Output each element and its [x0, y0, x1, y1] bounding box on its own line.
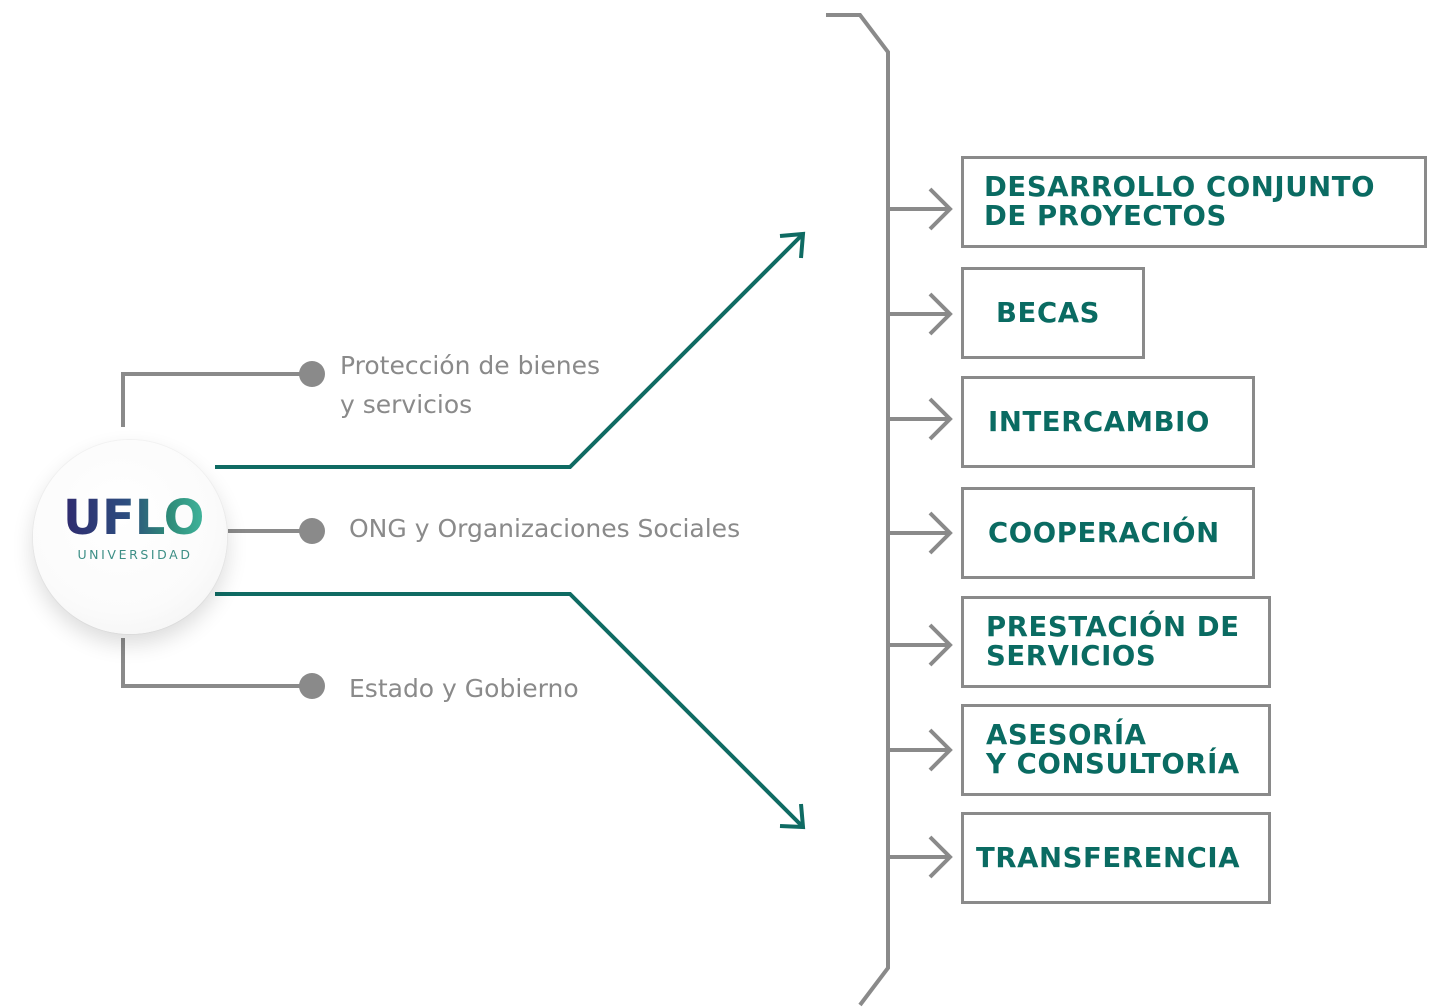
teal-arrow-lower-head: [779, 803, 806, 830]
teal-arrow-lower: [215, 592, 805, 829]
option-label: COOPERACIÓN: [988, 516, 1220, 549]
bullet-dot-3: [299, 673, 325, 699]
logo-badge: [33, 440, 227, 634]
option-box-prestacion: PRESTACIÓN DE SERVICIOS: [961, 596, 1271, 688]
option-box-cooperacion: COOPERACIÓN: [961, 487, 1255, 579]
option-label: DESARROLLO CONJUNTO DE PROYECTOS: [984, 171, 1376, 232]
connector-top: [121, 372, 314, 427]
logo-subtitle: UNIVERSIDAD: [77, 547, 193, 562]
option-label: BECAS: [996, 296, 1101, 329]
teal-arrow-upper-head: [779, 231, 806, 259]
option-box-transferencia: TRANSFERENCIA: [961, 812, 1271, 904]
option-label: TRANSFERENCIA: [976, 841, 1241, 874]
option-box-intercambio: INTERCAMBIO: [961, 376, 1255, 468]
option-box-desarrollo: DESARROLLO CONJUNTO DE PROYECTOS: [961, 156, 1427, 248]
logo-wordmark: UFLO: [63, 490, 205, 546]
brace: [826, 13, 890, 1007]
option-arrows: [888, 187, 953, 879]
option-label: PRESTACIÓN DE SERVICIOS: [986, 611, 1240, 672]
stakeholder-label-proteccion: Protección de bienes y servicios: [340, 351, 601, 419]
option-box-asesoria: ASESORÍA Y CONSULTORÍA: [961, 704, 1271, 796]
option-label: ASESORÍA Y CONSULTORÍA: [986, 719, 1240, 780]
teal-arrow-upper: [215, 232, 805, 469]
stakeholder-label-ong: ONG y Organizaciones Sociales: [349, 514, 741, 543]
bullet-dot-1: [299, 361, 325, 387]
bullet-dot-2: [299, 518, 325, 544]
stakeholder-label-estado: Estado y Gobierno: [349, 674, 579, 703]
connector-bottom: [121, 638, 314, 688]
option-label: INTERCAMBIO: [988, 405, 1210, 438]
option-box-becas: BECAS: [961, 267, 1145, 359]
